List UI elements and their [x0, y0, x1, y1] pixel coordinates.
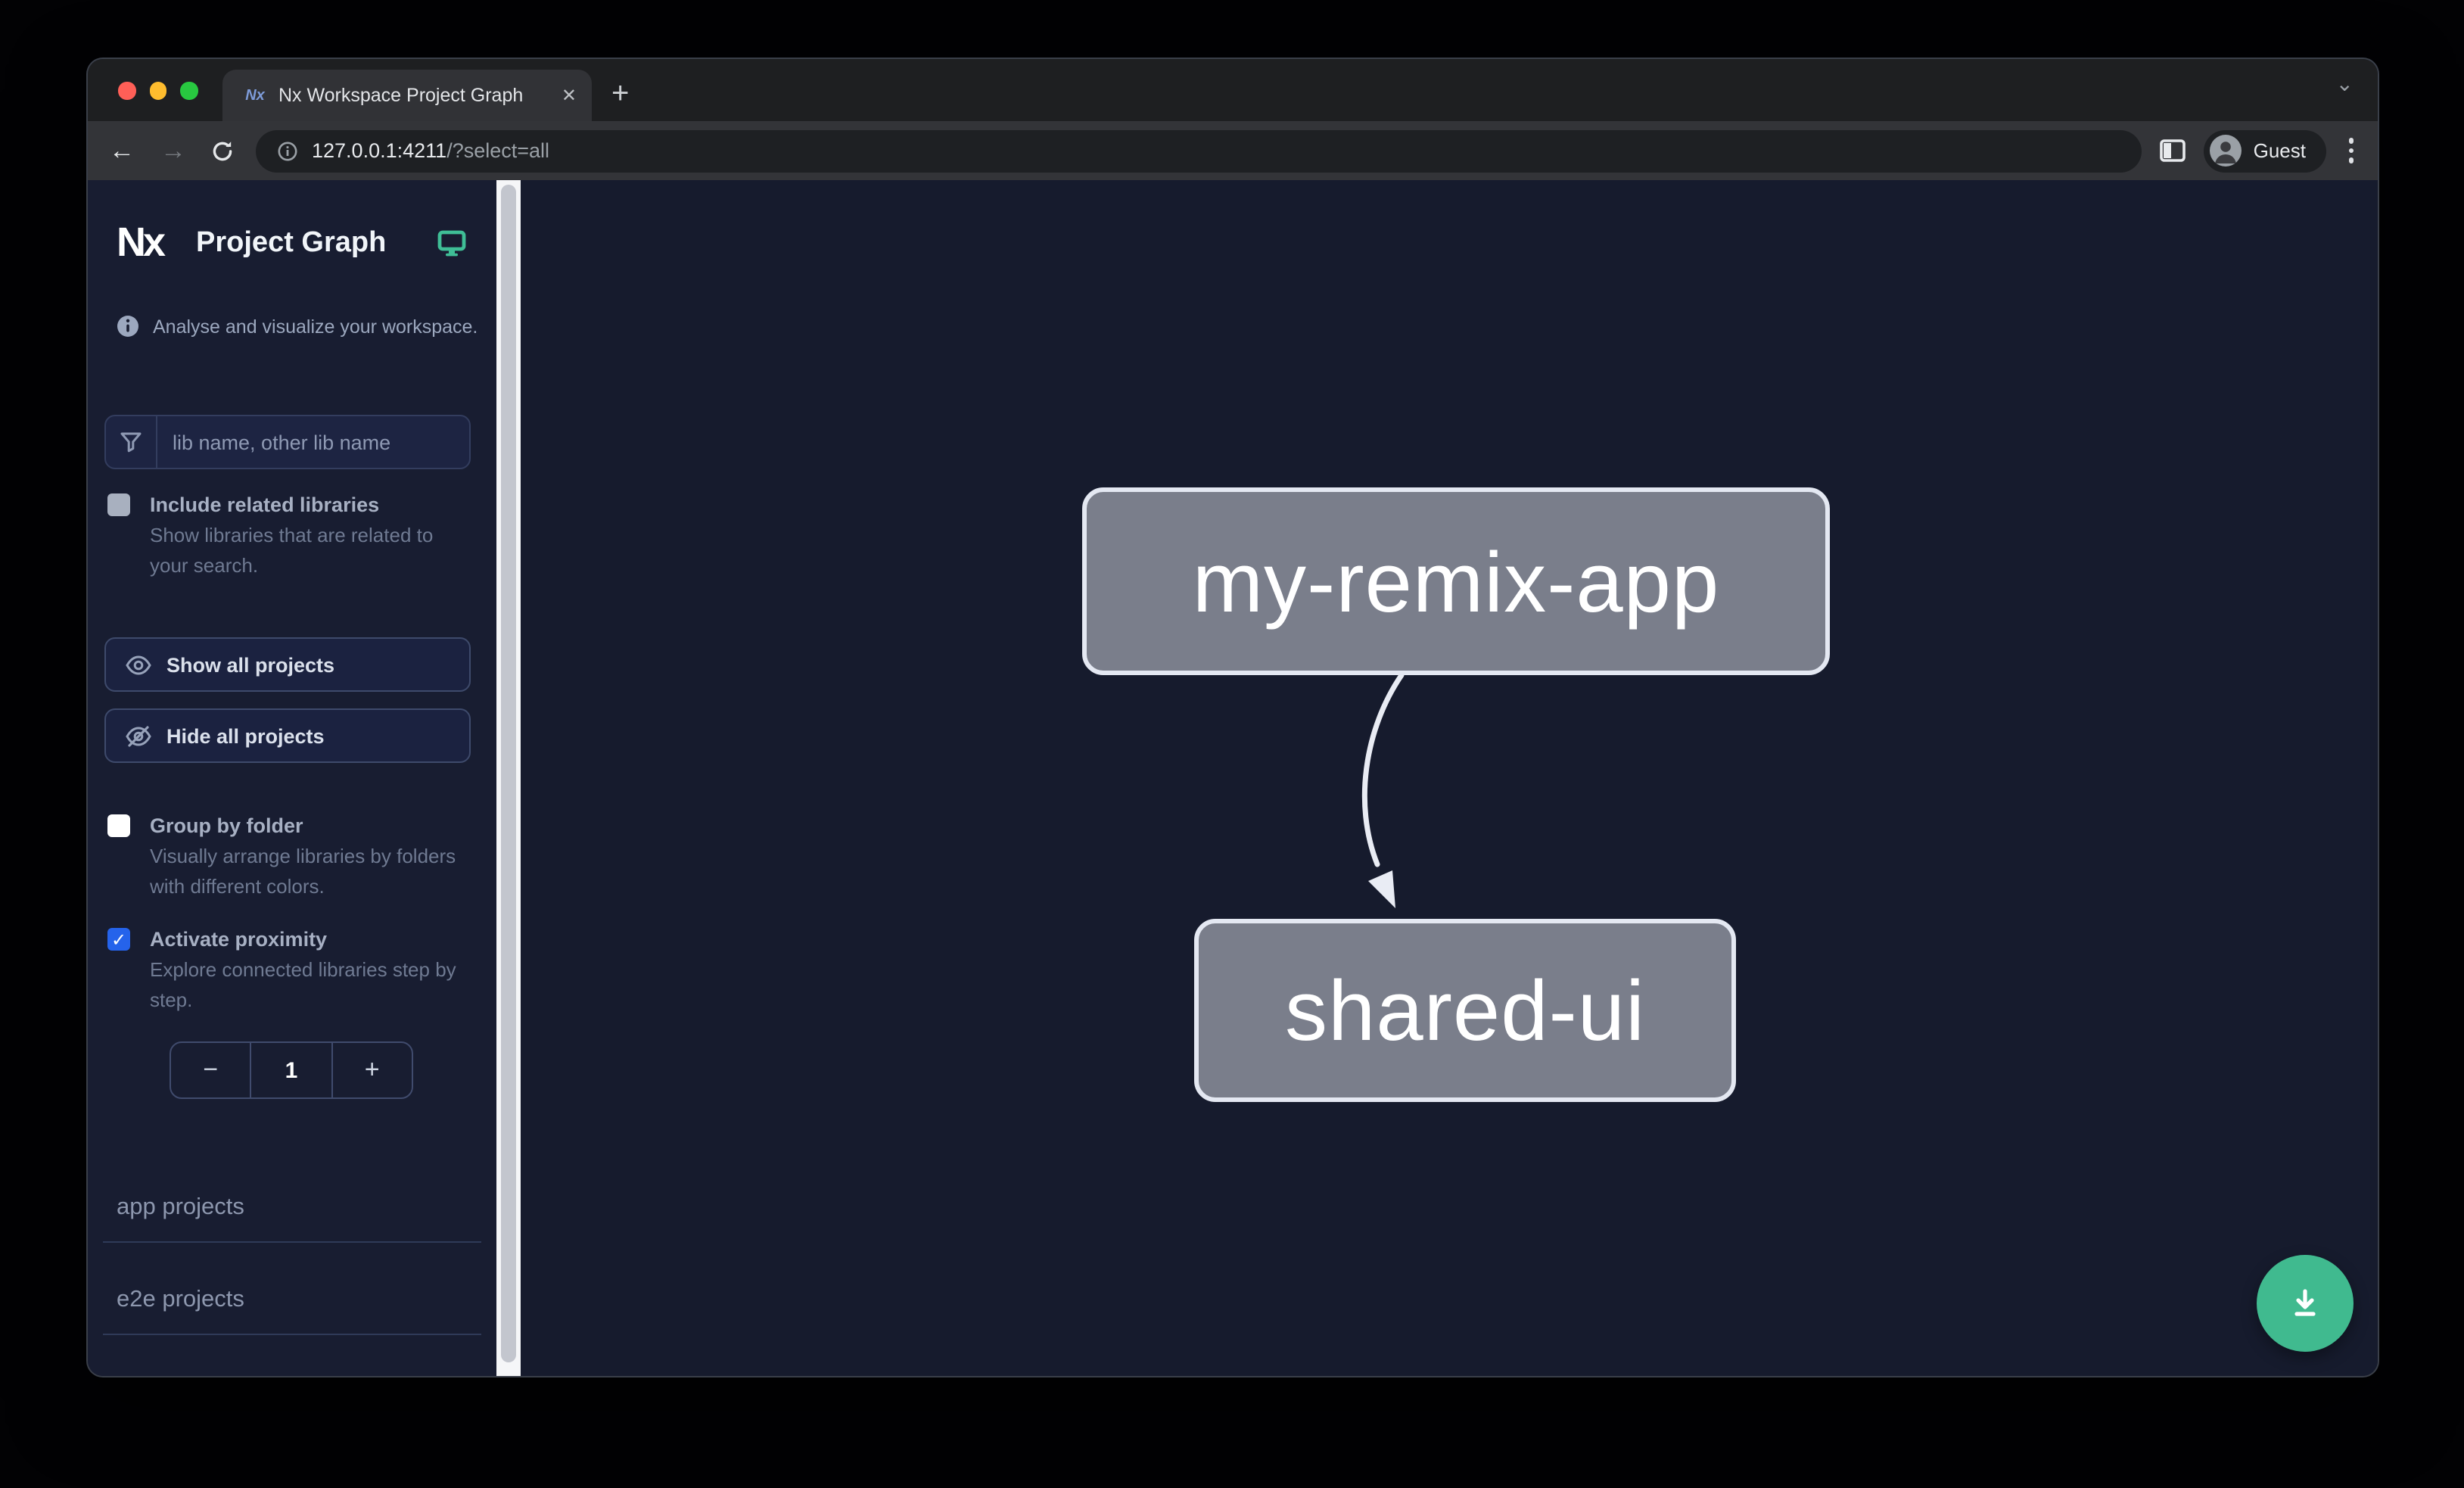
close-window-button[interactable] — [118, 82, 135, 99]
graph-canvas[interactable]: my-remix-app shared-ui — [521, 180, 2378, 1376]
avatar-icon — [2209, 135, 2242, 167]
minimize-window-button[interactable] — [149, 82, 166, 99]
site-info-icon[interactable] — [277, 140, 298, 161]
sidebar: Nx Project Graph — [88, 180, 496, 1376]
graph-node-my-remix-app[interactable]: my-remix-app — [1082, 487, 1830, 675]
scrollbar-thumb[interactable] — [501, 185, 516, 1362]
proximity-stepper: − 1 + — [170, 1041, 413, 1099]
hide-all-projects-button[interactable]: Hide all projects — [104, 708, 471, 763]
section-app-projects: app projects — [103, 1194, 481, 1243]
tab-strip: Nx Nx Workspace Project Graph ✕ + ⌄ — [88, 59, 2378, 121]
reload-icon — [213, 141, 232, 160]
decrement-button[interactable]: − — [171, 1043, 252, 1097]
eye-off-icon — [126, 725, 151, 746]
zoom-window-button[interactable] — [180, 82, 198, 99]
option-label: Activate proximity — [150, 928, 328, 951]
include-related-checkbox[interactable] — [107, 493, 130, 516]
reload-button[interactable] — [210, 139, 235, 163]
tab-close-icon[interactable]: ✕ — [561, 85, 577, 106]
graph-node-shared-ui[interactable]: shared-ui — [1194, 919, 1736, 1102]
browser-menu-button[interactable] — [2345, 135, 2357, 167]
side-panel-icon[interactable] — [2159, 139, 2186, 162]
option-group-by-folder: Group by folder Visually arrange librari… — [107, 811, 456, 901]
option-description: Show libraries that are related to your … — [150, 524, 434, 576]
button-label: Hide all projects — [166, 724, 325, 747]
back-button[interactable]: ← — [109, 136, 135, 165]
window-controls — [118, 82, 198, 99]
browser-window: Nx Nx Workspace Project Graph ✕ + ⌄ ← → — [88, 59, 2378, 1376]
tab-title: Nx Workspace Project Graph — [278, 85, 524, 106]
profile-label: Guest — [2253, 139, 2306, 162]
monitor-icon[interactable] — [437, 229, 466, 257]
dependency-edge — [1361, 672, 1405, 908]
profile-button[interactable]: Guest — [2203, 129, 2326, 172]
filter-input[interactable] — [157, 431, 469, 453]
show-all-projects-button[interactable]: Show all projects — [104, 637, 471, 692]
filter-icon — [106, 416, 157, 468]
proximity-value: 1 — [285, 1057, 298, 1083]
group-by-folder-checkbox[interactable] — [107, 814, 130, 837]
download-graph-button[interactable] — [2257, 1255, 2354, 1352]
page-content: Nx Project Graph — [88, 180, 2378, 1376]
option-label: Include related libraries — [150, 493, 380, 516]
info-icon — [117, 316, 138, 337]
tagline-row: Analyse and visualize your workspace. — [117, 315, 478, 338]
address-bar[interactable]: 127.0.0.1:4211/?select=all — [256, 129, 2142, 172]
browser-tab[interactable]: Nx Nx Workspace Project Graph ✕ — [222, 70, 592, 121]
option-label: Group by folder — [150, 814, 303, 837]
button-label: Show all projects — [166, 653, 335, 676]
tab-favicon-icon: Nx — [245, 87, 265, 104]
url-path: /?select=all — [446, 139, 550, 162]
increment-button[interactable]: + — [331, 1043, 412, 1097]
forward-button[interactable]: → — [160, 136, 186, 165]
nx-logo: Nx — [117, 219, 166, 265]
tagline-text: Analyse and visualize your workspace. — [153, 316, 478, 337]
sidebar-header: Nx Project Graph — [117, 219, 481, 266]
url-text: 127.0.0.1:4211/?select=all — [312, 139, 549, 162]
option-description: Visually arrange libraries by folders wi… — [150, 845, 456, 897]
option-include-related: Include related libraries Show libraries… — [107, 490, 456, 580]
option-activate-proximity: ✓ Activate proximity Explore connected l… — [107, 925, 456, 1014]
filter-box — [104, 415, 471, 469]
browser-toolbar: ← → 127.0.0.1:4211/?select=all — [88, 121, 2378, 180]
new-tab-button[interactable]: + — [611, 77, 630, 111]
activate-proximity-checkbox[interactable]: ✓ — [107, 928, 130, 951]
download-icon — [2294, 1289, 2316, 1316]
chevron-down-icon[interactable]: ⌄ — [2335, 71, 2354, 95]
eye-icon — [126, 655, 151, 674]
option-description: Explore connected libraries step by step… — [150, 958, 456, 1010]
page-title: Project Graph — [196, 226, 387, 258]
sidebar-scrollbar — [496, 180, 521, 1376]
section-e2e-projects: e2e projects — [103, 1287, 481, 1335]
url-host: 127.0.0.1:4211 — [312, 139, 447, 162]
